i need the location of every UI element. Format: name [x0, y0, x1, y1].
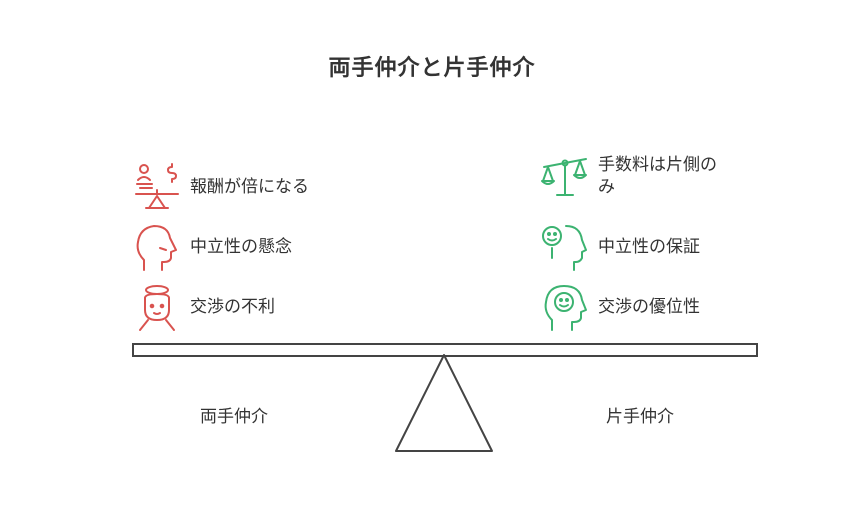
- right-item-label: 交渉の優位性: [598, 297, 700, 317]
- diagram-title: 両手仲介と片手仲介: [328, 56, 536, 81]
- smiling-head-icon: [540, 222, 590, 272]
- left-item-neutrality-concern: 中立性の懸念: [132, 222, 292, 272]
- right-side-label: 片手仲介: [606, 407, 674, 427]
- left-item-negotiation-disadvantage: 交渉の不利: [132, 282, 275, 332]
- left-item-label: 報酬が倍になる: [190, 177, 309, 197]
- right-item-one-side-fee: 手数料は片側の み: [540, 151, 748, 201]
- right-item-label: 中立性の保証: [598, 237, 700, 257]
- happy-face-head-icon: [540, 282, 590, 332]
- halo-face-icon: [132, 282, 182, 332]
- money-scale-icon: [132, 162, 182, 212]
- right-item-neutrality-guarantee: 中立性の保証: [540, 222, 700, 272]
- head-profile-icon: [132, 222, 182, 272]
- balance-scale-icon: [540, 151, 590, 201]
- right-item-label-text: 手数料は片側の み: [598, 155, 717, 197]
- left-side-label: 両手仲介: [200, 407, 268, 427]
- right-item-negotiation-advantage: 交渉の優位性: [540, 282, 700, 332]
- left-item-double-fee: 報酬が倍になる: [132, 162, 309, 212]
- left-item-label: 中立性の懸念: [190, 237, 292, 257]
- seesaw-fulcrum: [395, 354, 493, 452]
- left-item-label: 交渉の不利: [190, 297, 275, 317]
- right-item-label: 手数料は片側の み: [598, 154, 748, 198]
